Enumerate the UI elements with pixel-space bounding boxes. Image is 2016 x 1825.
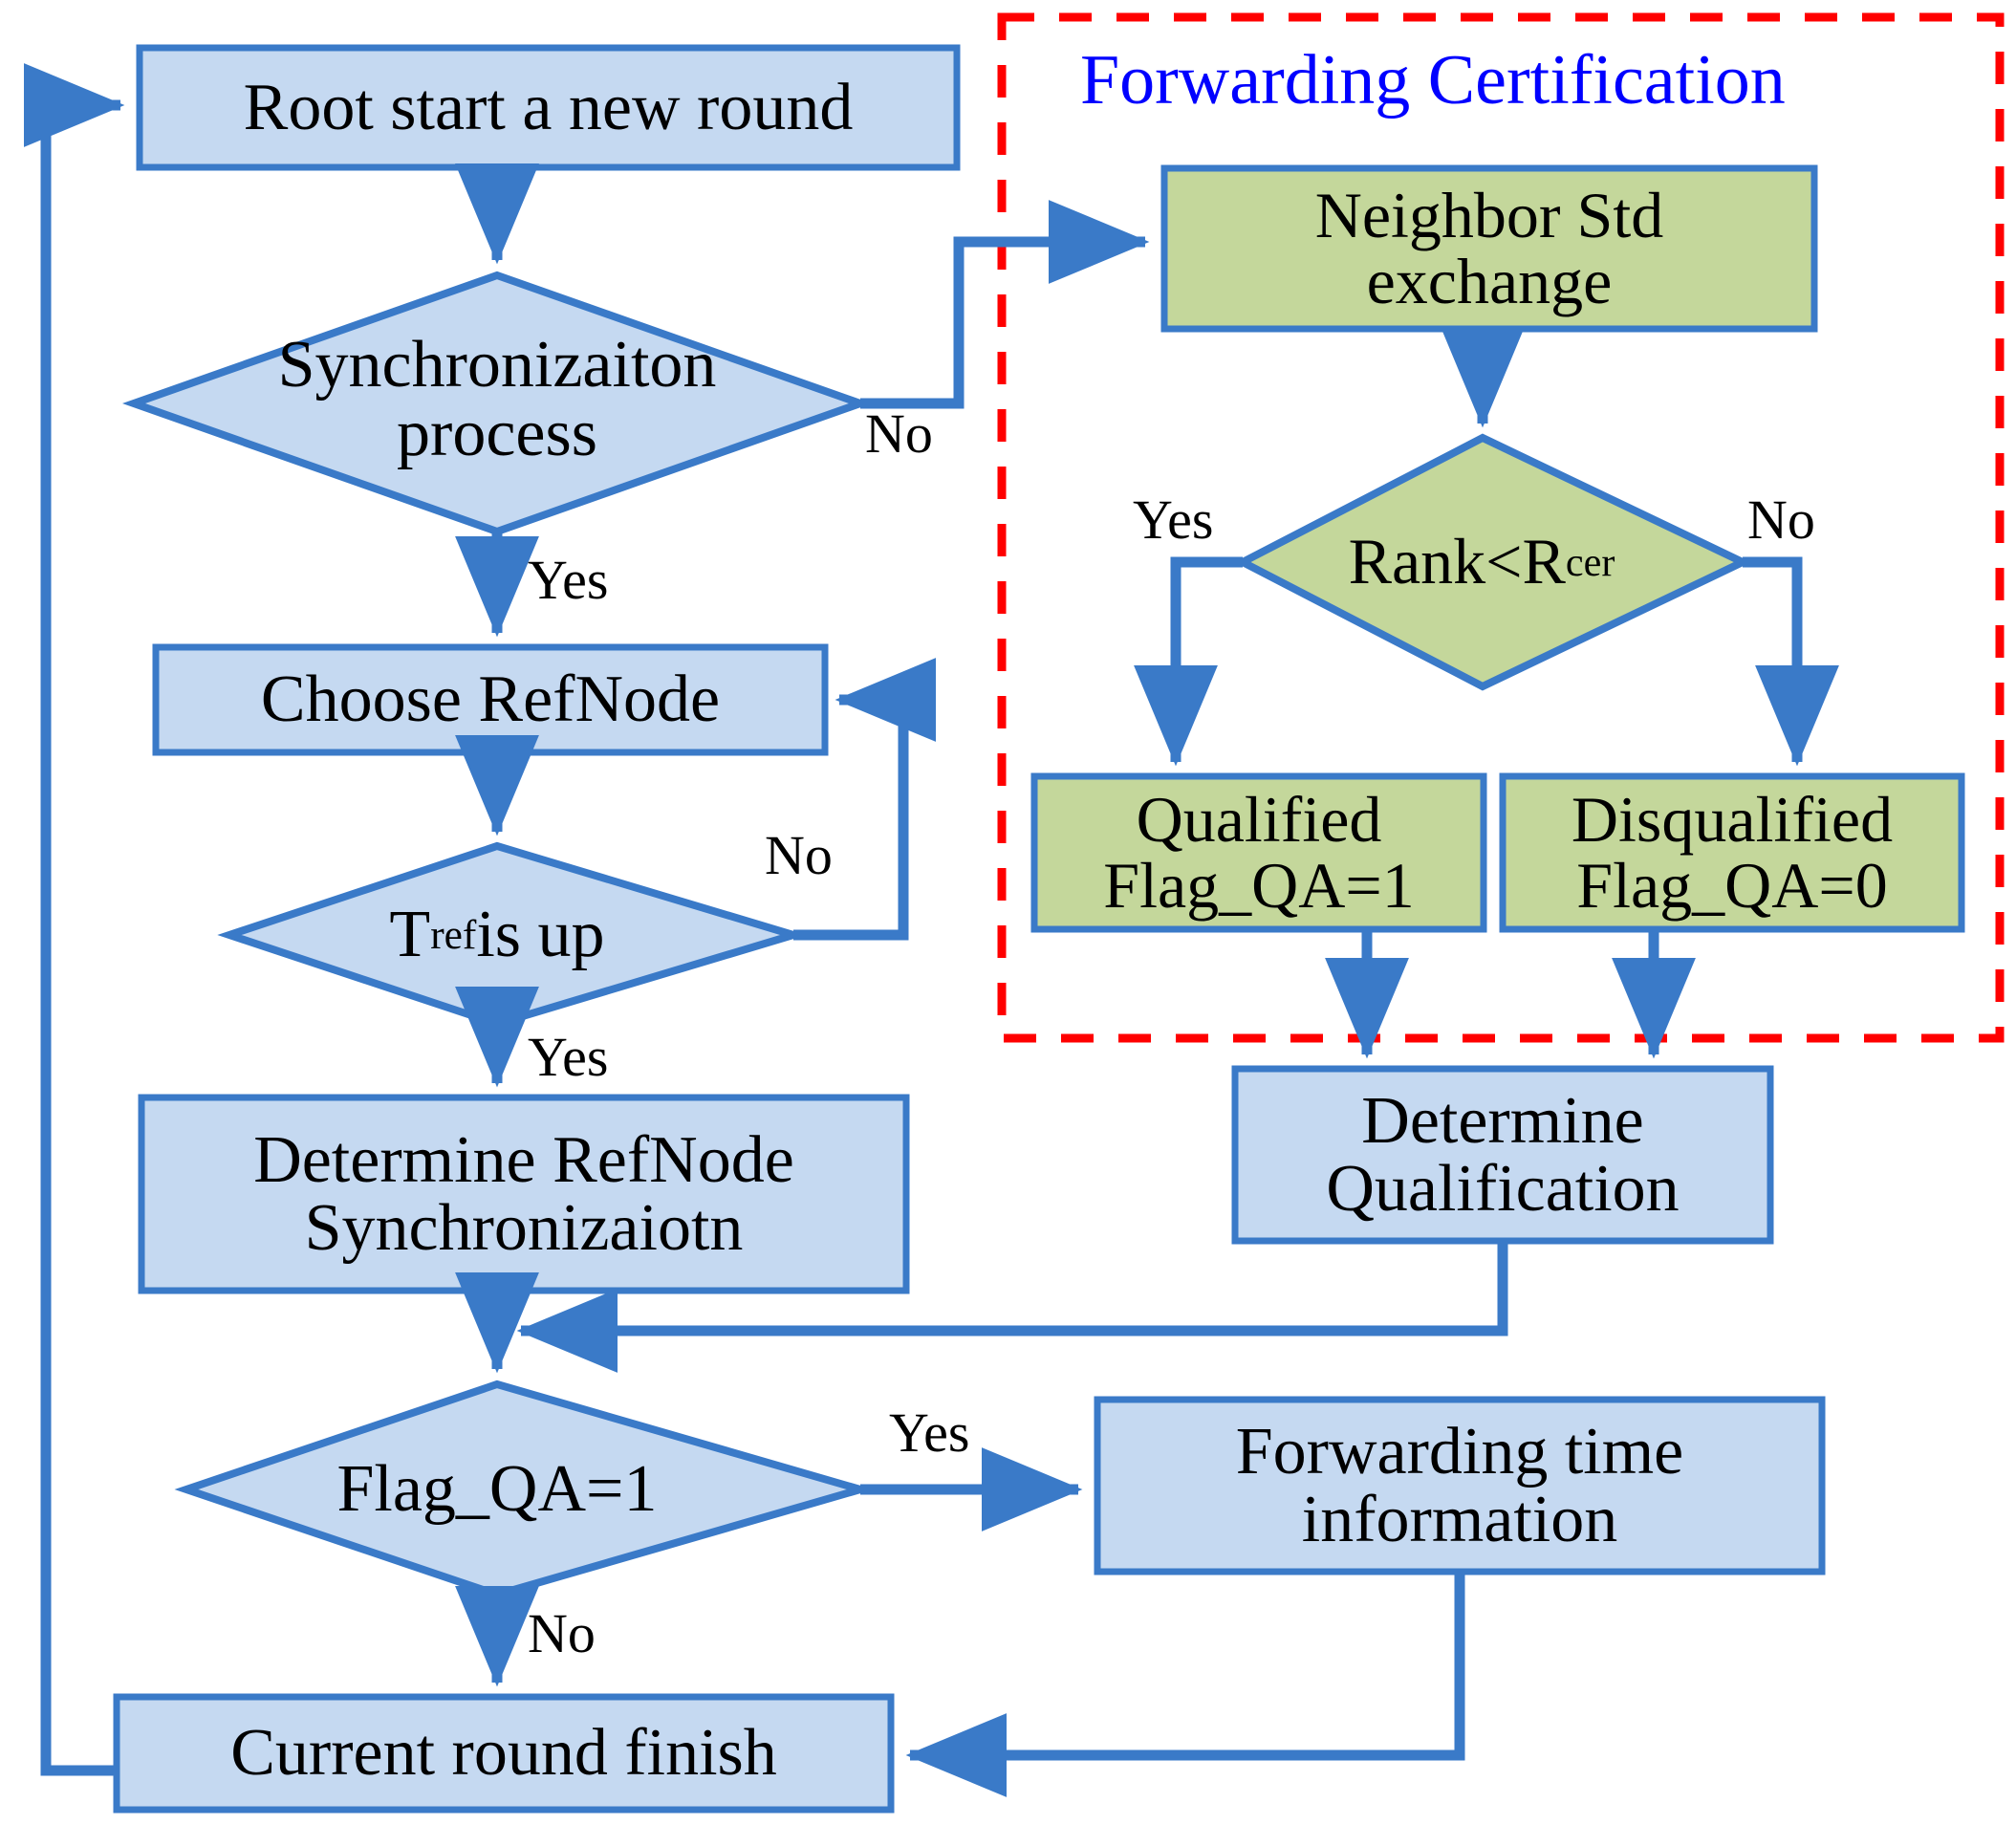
node-tref-up[interactable] [217, 841, 807, 1029]
edge-determine-qual-to-flagqa [516, 1241, 1508, 1373]
node-sync-process[interactable] [121, 271, 873, 536]
edge-rank-yes-to-qualified [1134, 556, 1243, 767]
node-determine-refnode-sync[interactable] [138, 1094, 910, 1294]
edge-finish-to-root-loop [23, 63, 125, 1776]
edge-sync-no-to-neighbor [860, 200, 1150, 409]
node-determine-qualification[interactable] [1231, 1065, 1774, 1245]
edge-label-flag-no: No [528, 1602, 596, 1664]
edge-rank-no-to-disqualified [1743, 556, 1839, 767]
edge-label-sync-no: No [865, 402, 933, 465]
node-disqualified[interactable] [1499, 772, 1965, 933]
node-choose-refnode[interactable] [152, 643, 829, 756]
node-qualified[interactable] [1030, 772, 1487, 933]
edge-label-flag-yes: Yes [889, 1401, 970, 1464]
edge-label-rank-yes: Yes [1133, 489, 1214, 551]
forwarding-certification-group-border [997, 12, 2005, 1043]
node-current-round-finish[interactable] [113, 1693, 895, 1814]
node-rank-check[interactable] [1234, 433, 1752, 691]
edge-label-rank-no: No [1747, 489, 1815, 551]
node-neighbor-std-exchange[interactable] [1160, 164, 1818, 333]
edge-label-tref-yes: Yes [528, 1026, 609, 1088]
node-flag-qa-check[interactable] [174, 1380, 875, 1599]
edge-label-sync-yes: Yes [528, 549, 609, 611]
group-title-forwarding-certification: Forwarding Certification [1080, 41, 1786, 119]
node-forwarding-time-info[interactable] [1094, 1396, 1826, 1575]
edge-forwarding-to-finish [905, 1572, 1465, 1797]
node-root-start[interactable] [136, 44, 961, 171]
edge-tref-no-to-choose [793, 658, 937, 941]
edge-label-tref-no: No [765, 824, 833, 886]
